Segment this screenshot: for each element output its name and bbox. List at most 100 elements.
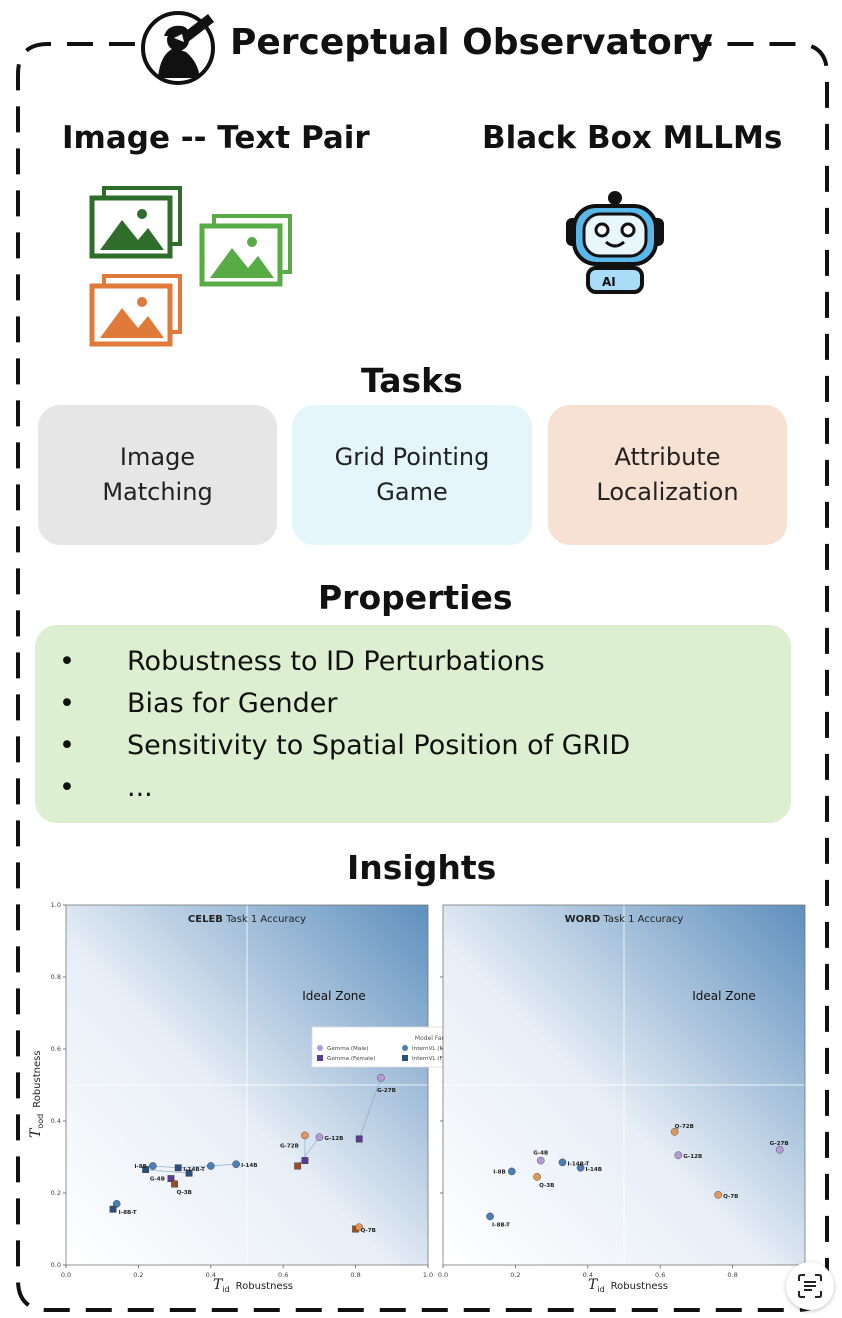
point-label: Q-7B: [361, 1228, 376, 1234]
task-image-matching-line2: Matching: [102, 478, 213, 506]
data-point-square: [109, 1205, 117, 1213]
connector-line: [145, 1169, 190, 1174]
point-label: I-14B: [586, 1167, 602, 1173]
point-label: G-27B: [377, 1088, 396, 1094]
x-tick-label: 0.4: [583, 1271, 593, 1279]
x-tick-label: 0.0: [438, 1271, 448, 1279]
point-label: G-12B: [683, 1154, 702, 1160]
legend-marker-circle: [402, 1045, 408, 1051]
data-point-circle: [232, 1160, 240, 1169]
data-point-circle: [670, 1127, 679, 1136]
properties-panel: • Robustness to ID Perturbations • Bias …: [35, 625, 791, 823]
task-grid-pointing-line1: Grid Pointing: [334, 443, 490, 471]
celeb-title-text: CELEB Task 1 Accuracy: [188, 914, 306, 925]
point-label: I-8B: [493, 1169, 506, 1175]
word-chart: WORD Task 1 Accuracy Ideal Zone 0.0 0.2 0.…: [438, 904, 806, 1294]
data-point-circle: [377, 1073, 385, 1082]
legend-entry-label: Gemma (Female): [327, 1056, 375, 1062]
insights-charts: CELEB Task 1 Accuracy Ideal Zone 0.0 0.2 0…: [28, 901, 806, 1294]
property-text: ...: [127, 772, 153, 803]
connector-line: [358, 1077, 382, 1140]
point-label: G-12B: [324, 1136, 343, 1142]
legend-title: Model Families: [415, 1035, 459, 1042]
data-point-circle: [536, 1156, 545, 1165]
point-label: I-8B-T: [119, 1210, 137, 1216]
x-tick-label: 1.0: [423, 1271, 433, 1279]
word-annotation: Ideal Zone: [692, 989, 756, 1003]
data-point-square: [301, 1157, 309, 1164]
word-title-rest: Task 1 Accuracy: [600, 914, 683, 925]
data-point-circle: [355, 1223, 364, 1232]
word-point-labels: I-8BG-4BI-14B-TI-14BQ-3BI-8B-TQ-72BG-12B…: [492, 1124, 789, 1229]
y-tick-label: 0.4: [51, 1117, 61, 1125]
data-point-circle: [315, 1133, 324, 1141]
bullet: •: [59, 730, 75, 761]
point-label: G-72B: [280, 1143, 299, 1149]
data-point-square: [355, 1135, 363, 1143]
data-point-square: [185, 1169, 193, 1177]
image-icon-light-green: [199, 214, 292, 287]
plot-border: [442, 904, 806, 1266]
word-title-text: WORD Task 1 Accuracy: [565, 914, 684, 925]
y-tick-label: 0.0: [51, 1261, 61, 1269]
y-tick-label: 1.0: [51, 901, 61, 909]
data-point-circle: [674, 1151, 683, 1160]
property-text: Robustness to ID Perturbations: [127, 646, 545, 677]
celeb-title-rest: Task 1 Accuracy: [223, 914, 306, 925]
point-label: Q-72B: [675, 1124, 694, 1130]
celeb-title-bold: CELEB: [188, 914, 223, 925]
data-point-circle: [714, 1190, 722, 1199]
scan-text-icon: [798, 1274, 822, 1298]
plot-border: [65, 904, 429, 1266]
point-label: G-4B: [533, 1151, 548, 1157]
task-grid-pointing-line2: Game: [376, 478, 448, 506]
x-tick-label: 0.0: [61, 1271, 71, 1279]
legend-entry-label: Gemma (Male): [327, 1046, 369, 1052]
image-stack-icon: [89, 186, 292, 347]
legend-entry-label: InternVL (Female): [412, 1056, 462, 1062]
celeb-annotation: Ideal Zone: [302, 989, 366, 1003]
legend-entry-label: InternVL (Male): [412, 1046, 455, 1052]
point-label: Q-7B: [723, 1194, 738, 1200]
observer-logo-icon: [141, 11, 215, 85]
connector-line: [297, 1136, 320, 1167]
scan-text-button[interactable]: [786, 1262, 834, 1310]
data-point-square: [294, 1162, 302, 1170]
data-point-circle: [486, 1212, 494, 1221]
bullet: •: [59, 688, 75, 719]
connector-line: [152, 1165, 179, 1169]
x-tick-label: 0.2: [510, 1271, 520, 1279]
robot-icon: AI: [566, 191, 664, 294]
word-points: [486, 1127, 784, 1221]
y-tick-label: 0.2: [51, 1189, 61, 1197]
page-title: Perceptual Observatory: [230, 22, 713, 63]
bullet: •: [59, 646, 75, 677]
property-text: Bias for Gender: [127, 688, 338, 719]
legend-marker-circle: [317, 1045, 323, 1051]
data-point-circle: [775, 1145, 784, 1154]
task-image-matching-line1: Image: [119, 443, 196, 471]
point-label: G-27B: [770, 1141, 789, 1147]
image-icon-orange: [89, 274, 182, 347]
celeb-ylabel: ToodRobustness: [28, 1050, 45, 1138]
point-label: I-8B-T: [492, 1222, 510, 1228]
legend-marker-square: [317, 1055, 323, 1061]
data-point-circle: [301, 1131, 309, 1140]
data-point-circle: [206, 1162, 215, 1170]
point-label: I-8B: [134, 1164, 147, 1170]
robot-badge-text: AI: [602, 275, 616, 289]
celeb-points: [109, 1073, 385, 1233]
property-text: Sensitivity to Spatial Position of GRID: [127, 730, 631, 761]
inputs-label: Image -- Text Pair: [62, 120, 370, 156]
bullet: •: [59, 772, 75, 803]
x-tick-label: 0.6: [278, 1271, 288, 1279]
